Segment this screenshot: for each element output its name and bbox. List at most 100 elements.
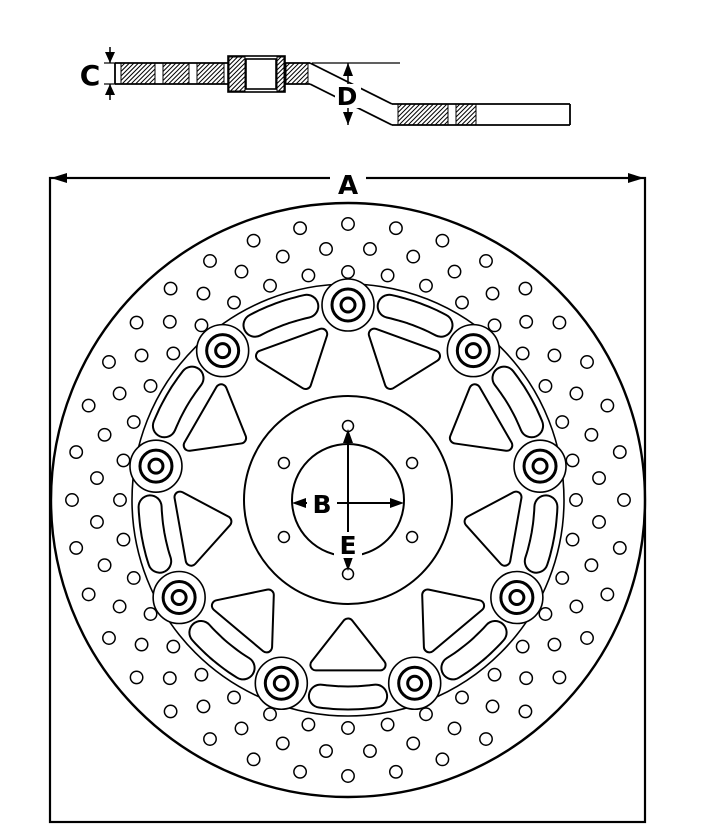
hatch-line [461,110,477,126]
hatch-line [177,72,190,85]
hatch-line [276,80,285,89]
hatch-line [397,103,407,113]
drill-hole [479,254,493,268]
drill-hole [143,379,158,393]
drill-hole [81,398,96,413]
hatch-line [412,103,434,126]
hatch-line [206,66,225,85]
hatch-line [470,119,477,126]
spoke-cutout [311,619,385,670]
hatch-line [228,71,246,89]
hatch-line [285,62,295,72]
float-slot [244,295,318,336]
drill-hole [227,295,241,310]
hatch-line [202,62,224,85]
drill-hole [569,386,584,401]
drill-hole [65,493,79,507]
hatch-line [285,62,304,81]
drill-hole [435,233,450,248]
drill-hole [547,637,562,652]
drill-hole [406,736,421,751]
drill-hole [600,587,615,602]
dimension-labels: A B C D E [80,59,366,560]
drill-hole [406,249,421,264]
arrowhead-down-E [343,557,353,571]
hatch-line [228,56,234,62]
bolt-hole [405,456,419,470]
drill-hole [447,721,462,736]
drill-hole [90,515,104,529]
drill-hole [166,346,181,361]
hatch-line [120,62,139,81]
drill-hole [263,278,277,293]
hatch-line [430,107,449,126]
label-bg-E [334,532,362,558]
spoke-cutout [184,385,246,450]
drill-hole [515,639,530,654]
drill-hole [163,704,178,719]
hatch-line [120,62,135,77]
drill-hole [194,318,209,333]
drill-hole [81,587,96,602]
hatch-line [197,62,220,85]
hatch-line [421,103,443,126]
float-slot [493,367,543,437]
hatch-line [172,67,190,85]
arrowhead-left-A [51,173,67,183]
drill-hole [487,667,502,682]
hatch-line [465,114,477,126]
hatch-line [455,103,461,109]
bobbin-inner [214,342,232,360]
spoke-cutout [369,329,439,388]
drill-hole [584,558,599,573]
drill-hole [275,736,290,751]
drill-hole [112,386,127,401]
drill-hole [565,453,580,468]
drill-hole [455,295,469,310]
drill-hole [552,670,567,685]
dim-label-C: C [80,59,101,92]
hatch-line [196,62,215,81]
drill-hole [97,558,112,573]
hatch-line [276,67,285,75]
drill-hole [455,690,469,705]
drill-hole [116,532,131,547]
dim-label-D: D [337,82,358,111]
drill-hole [555,415,570,429]
drill-hole [126,415,141,429]
arrowhead-down-C [105,52,115,63]
float-slot [309,685,387,709]
spoke-cutout [423,590,484,652]
hatch-line [285,62,300,77]
hatch-line [278,85,285,92]
float-slot [153,367,203,437]
bolt-hole [405,530,419,544]
arrowhead-down-D [343,112,353,125]
drill-hole [538,379,553,393]
drill-hole [69,540,84,555]
drill-hole [196,699,211,714]
drill-hole [487,318,502,333]
hatch-line [295,71,309,85]
drill-hole [380,717,395,732]
hatch-line [300,76,309,85]
hatch-line [455,103,474,122]
drill-hole [419,707,433,722]
drill-hole [301,268,316,283]
hatch-line [162,62,177,77]
drill-hole [319,242,333,256]
hatch-line [196,62,211,77]
bobbin-inner [464,342,482,360]
hatch-line [407,103,430,126]
drill-hole [341,217,355,231]
drill-hole [203,732,217,746]
drill-hole [584,427,599,442]
hatch-line [416,103,439,126]
hatch-line [397,103,403,109]
hatch-line [135,64,156,85]
hatch-line [285,62,291,68]
hatch-line [120,62,130,72]
drill-hole [538,607,553,621]
drill-hole [592,515,606,529]
drill-hole [435,752,450,767]
